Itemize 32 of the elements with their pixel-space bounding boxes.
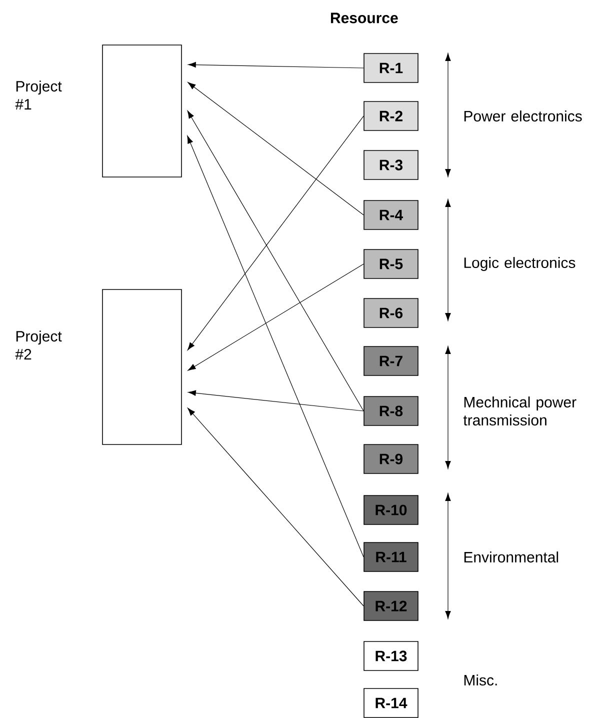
arrow [187, 110, 364, 412]
column-heading: Resource [331, 12, 398, 24]
resource-box: R-2 [364, 101, 418, 131]
resource-box: R-3 [364, 150, 418, 180]
resource-box: R-10 [364, 495, 418, 525]
arrow [188, 62, 364, 68]
resource-box: R-9 [364, 444, 418, 474]
arrow [188, 390, 364, 412]
group-label: Mechnical power transmission [463, 396, 576, 426]
project-box: Project #2 [15, 289, 182, 445]
resource-box: R-5 [364, 249, 418, 279]
resource-box: R-4 [364, 200, 418, 230]
arrow [188, 264, 364, 371]
arrow [187, 136, 364, 558]
group-label: Power electronics [464, 110, 582, 122]
arrow [188, 408, 364, 606]
resource-box: R-7 [364, 346, 418, 376]
resource-box: R-12 [364, 591, 418, 621]
arrow [188, 82, 364, 216]
resource-box: R-14 [364, 688, 418, 718]
group-label: Logic electronics [464, 257, 576, 271]
node-label: Project #2 [15, 330, 62, 360]
project-box: Project #1 [15, 44, 182, 178]
group-label: Environmental [464, 552, 558, 562]
group-label: Misc. [464, 674, 497, 686]
resource-box: R-8 [364, 396, 418, 426]
node-label: Project #1 [15, 80, 62, 110]
resource-box: R-13 [364, 641, 418, 671]
arrow [187, 116, 364, 350]
resource-box: R-1 [364, 53, 418, 83]
resource-box: R-11 [364, 542, 418, 572]
resource-box: R-6 [364, 298, 418, 328]
